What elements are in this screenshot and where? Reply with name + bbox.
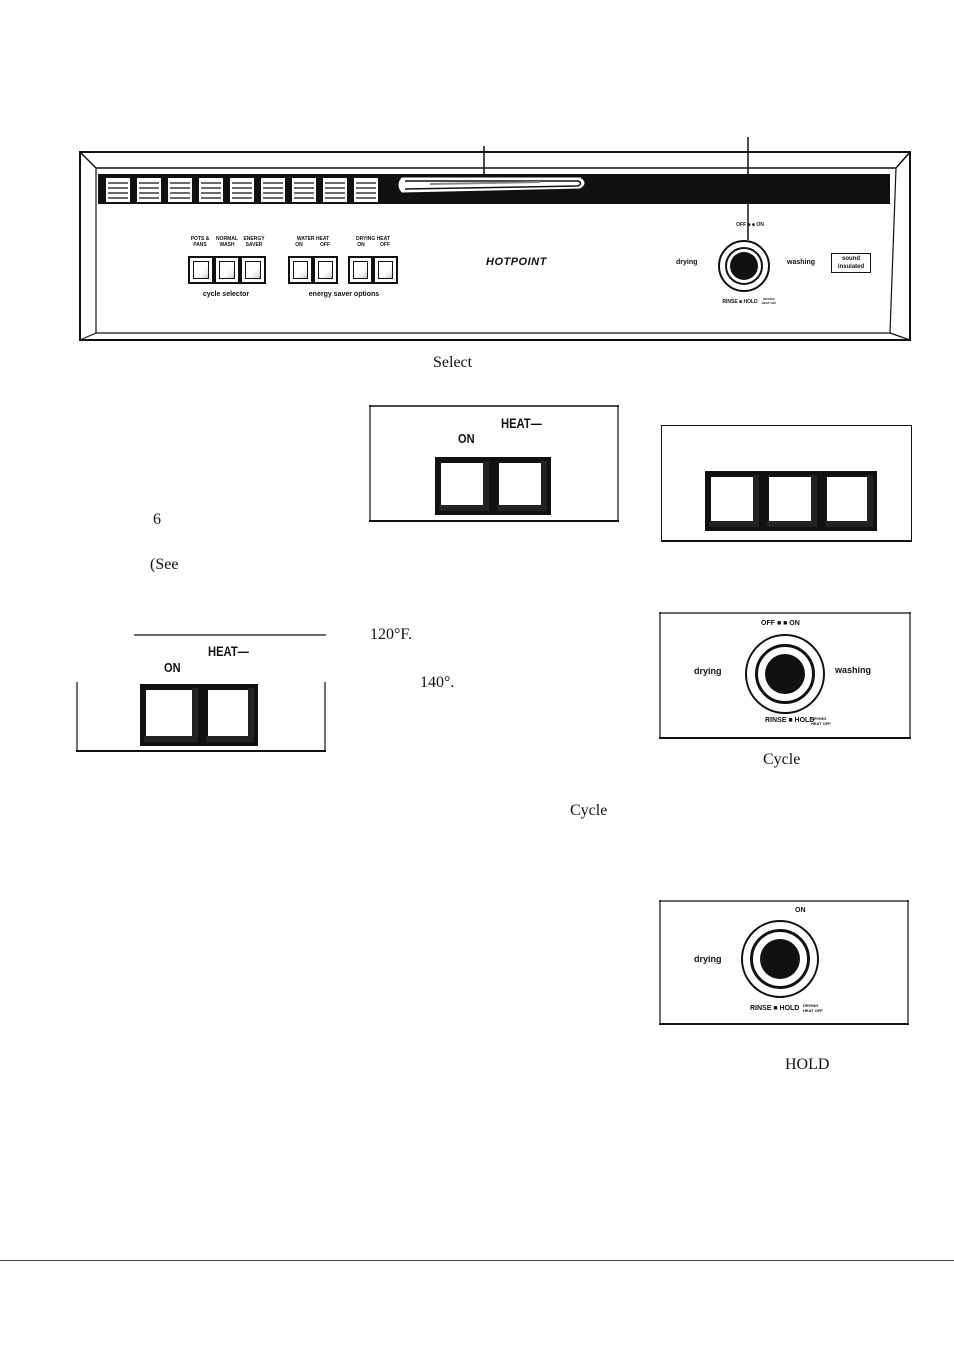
normal-wash-button-large[interactable]: [763, 471, 821, 531]
energy-saver-options-label: energy saver options: [308, 291, 380, 298]
drying-label: drying: [694, 954, 722, 964]
drying-heat-label: DRYING HEAT: [356, 236, 390, 242]
cycle-selector-label: cycle selector: [202, 291, 250, 298]
drying-heat-on-button[interactable]: [348, 256, 373, 284]
dial-drying-label: drying: [676, 259, 698, 266]
cycle-caption: Cycle: [763, 751, 801, 768]
box-frame: [659, 900, 909, 1025]
heat-button-detail-top: HEAT— ON: [369, 405, 619, 523]
water-heat-label: WATER HEAT: [296, 236, 330, 242]
on-label: ON: [458, 431, 475, 446]
drying-heat-off-label: DRYING HEAT OFF: [803, 1003, 823, 1013]
label-line: POTS &: [190, 236, 210, 242]
box-frame: [661, 425, 912, 542]
energy-saver-button[interactable]: [240, 256, 266, 284]
water-heat-off-button[interactable]: [313, 256, 338, 284]
label-line: ENERGY: [243, 236, 265, 242]
cycle-dial[interactable]: [718, 240, 770, 292]
water-heat-off-label: OFF: [320, 242, 330, 248]
sound-insulated-badge: sound insulated: [831, 253, 871, 273]
off-on-label: OFF ■ ■ ON: [761, 620, 800, 627]
badge-line: sound: [842, 256, 860, 262]
normal-wash-button[interactable]: [214, 256, 240, 284]
box-frame: [76, 634, 326, 752]
pots-pans-button[interactable]: [188, 256, 214, 284]
cycle-mid-text: Cycle: [570, 802, 608, 819]
drying-heat-off-button[interactable]: [373, 256, 398, 284]
heat-label: HEAT—: [501, 415, 542, 431]
box-frame: [659, 612, 911, 739]
dial-drying-heat-off-label: DRYING HEAT OFF: [761, 297, 777, 305]
heat-on-button[interactable]: [140, 684, 202, 746]
temp-140-text: 140°.: [420, 674, 455, 691]
drying-heat-off-label: OFF: [380, 242, 390, 248]
box-frame: [369, 405, 619, 522]
control-panel-illustration: POTS & PANS NORMAL WASH ENERGY SAVER cyc…: [0, 0, 954, 360]
rinse-hold-label: RINSE ■ HOLD: [750, 1005, 800, 1012]
heat-label: HEAT—: [208, 643, 249, 659]
select-text: Select: [433, 354, 473, 371]
washing-label: washing: [835, 665, 872, 675]
drying-label: drying: [694, 666, 722, 676]
temp-120-text: 120°F.: [370, 626, 413, 643]
cycle-buttons-detail: [661, 425, 912, 543]
cycle-dial-large[interactable]: [741, 920, 819, 998]
dial-detail-off-on: OFF ■ ■ ON drying washing RINSE ■ HOLD D…: [659, 612, 911, 740]
panel-frame: [79, 137, 911, 341]
energy-saver-button-large[interactable]: [821, 471, 877, 531]
hold-caption: HOLD: [785, 1056, 830, 1073]
heat-button-detail-left: HEAT— ON: [76, 634, 326, 754]
drying-heat-off-label: DRYING HEAT OFF: [811, 716, 831, 726]
water-heat-on-button[interactable]: [288, 256, 313, 284]
cycle-dial-large[interactable]: [745, 634, 825, 714]
six-text: 6: [153, 511, 161, 528]
on-label: ON: [795, 907, 806, 914]
on-label: ON: [164, 660, 181, 675]
label-line: SAVER: [245, 242, 263, 248]
label-line: NORMAL: [216, 236, 238, 242]
see-text: (See: [150, 556, 179, 573]
cycle-label-pots: POTS & PANS: [185, 236, 215, 248]
heat-off-button[interactable]: [493, 457, 551, 515]
brand-logo: HOTPOINT: [486, 256, 547, 268]
dial-washing-label: washing: [787, 259, 816, 266]
cycle-label-energy: ENERGY SAVER: [239, 236, 269, 248]
footer-rule: [0, 1260, 954, 1261]
pots-pans-button-large[interactable]: [705, 471, 763, 531]
dial-off-on-label: OFF ■ ■ ON: [736, 222, 764, 228]
dial-rinse-hold-label: RINSE ■ HOLD: [722, 299, 758, 305]
water-heat-on-label: ON: [295, 242, 303, 248]
dial-detail-drying: ON drying RINSE ■ HOLD DRYING HEAT OFF: [659, 900, 909, 1026]
cycle-label-normal: NORMAL WASH: [212, 236, 242, 248]
badge-line: insulated: [837, 264, 865, 270]
drying-heat-on-label: ON: [357, 242, 365, 248]
heat-off-button[interactable]: [202, 684, 258, 746]
label-line: WASH: [219, 242, 235, 248]
heat-on-button[interactable]: [435, 457, 493, 515]
rinse-hold-label: RINSE ■ HOLD: [765, 717, 815, 724]
label-line: PANS: [193, 242, 207, 248]
